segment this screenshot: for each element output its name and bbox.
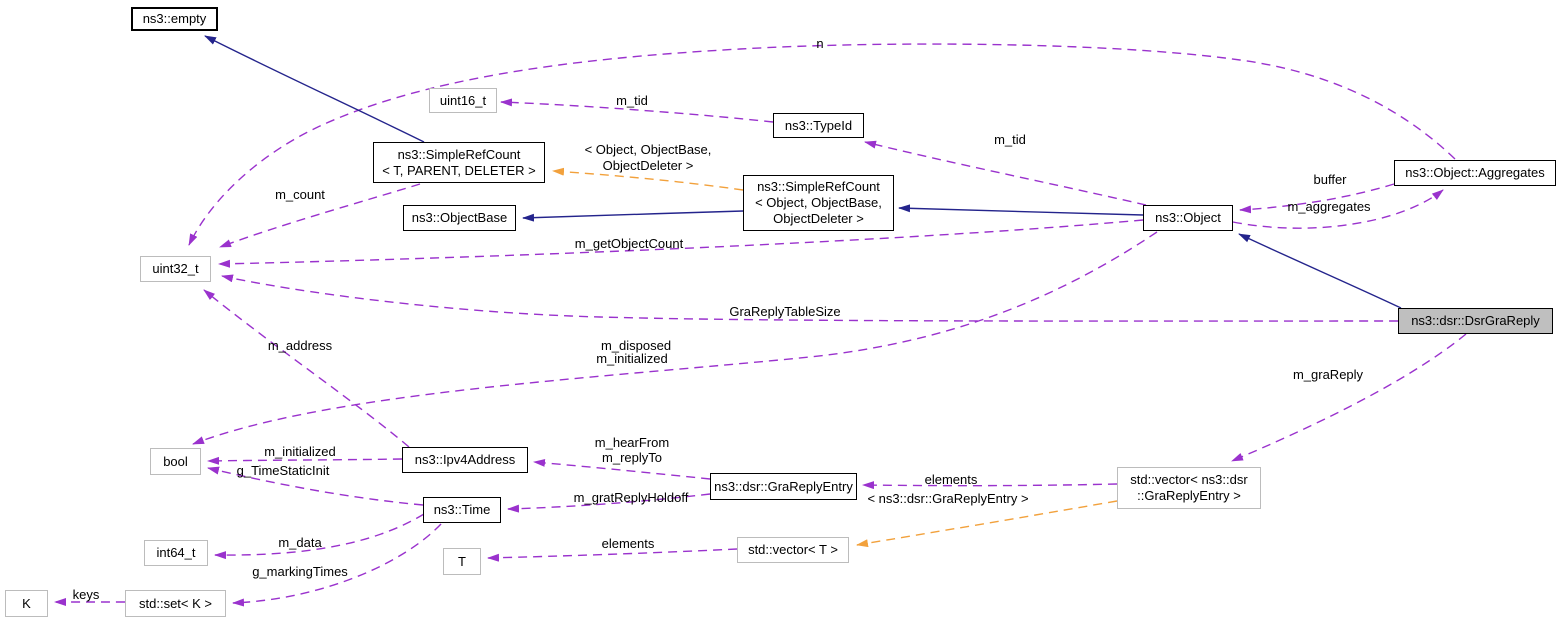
node-empty-label: ns3::empty	[142, 11, 207, 26]
node-object-label: ns3::Object	[1155, 210, 1221, 225]
edge-label-m-grareply: m_graReply	[1292, 367, 1364, 382]
node-typeid-label: ns3::TypeId	[784, 117, 853, 133]
node-ipv4address[interactable]: ns3::Ipv4Address	[402, 447, 528, 473]
node-aggregates[interactable]: ns3::Object::Aggregates	[1394, 160, 1556, 186]
edge-label-m-tid-uint16: m_tid	[616, 93, 648, 108]
node-set-k-label: std::set< K >	[139, 595, 212, 611]
edge-m-address	[203, 289, 410, 448]
node-simplerefcount-t-label-2: < T, PARENT, DELETER >	[382, 162, 536, 178]
edge-label-m-data: m_data	[278, 535, 322, 550]
edge-m-initialized	[207, 456, 403, 465]
node-uint16-t: uint16_t	[429, 88, 497, 113]
node-ipv4address-label: ns3::Ipv4Address	[414, 452, 516, 467]
edge-inherit-empty	[204, 35, 425, 143]
node-t-label: T	[458, 553, 466, 569]
node-k: K	[5, 590, 48, 617]
edge-label-buffer: buffer	[1313, 172, 1347, 187]
edge-label-template-vector: < ns3::dsr::GraReplyEntry >	[867, 491, 1029, 506]
edge-label-m-initialized: m_initialized	[264, 444, 336, 459]
edge-label-m-count: m_count	[275, 187, 325, 202]
edge-label-template-simplerefcount-2: ObjectDeleter >	[602, 158, 694, 173]
edge-m-grareply	[1231, 333, 1467, 462]
edge-label-m-getobjectcount: m_getObjectCount	[574, 236, 684, 251]
edge-elements-grareplyentry	[862, 481, 1118, 490]
node-bool-label: bool	[163, 453, 188, 469]
node-simplerefcount-object-label-2: < Object, ObjectBase,	[755, 195, 882, 210]
node-vector-t-label: std::vector< T >	[748, 542, 838, 557]
node-simplerefcount-t-label-1: ns3::SimpleRefCount	[397, 146, 521, 162]
node-vector-t: std::vector< T >	[737, 537, 849, 563]
edge-m-disposed	[192, 231, 1158, 445]
edge-m-getobjectcount	[218, 219, 1144, 268]
edge-label-m-address: m_address	[267, 338, 333, 353]
node-time[interactable]: ns3::Time	[423, 497, 501, 523]
node-set-k: std::set< K >	[125, 590, 226, 617]
edge-template-simplerefcount	[552, 167, 744, 191]
edge-g-markingtimes	[232, 523, 442, 607]
node-objectbase[interactable]: ns3::ObjectBase	[403, 205, 516, 231]
node-simplerefcount-object[interactable]: ns3::SimpleRefCount< Object, ObjectBase,…	[743, 175, 894, 231]
node-int64-t-label: int64_t	[156, 545, 196, 560]
edge-label-m-disposed-2: m_initialized	[596, 351, 668, 366]
node-dsrgrareply-label: ns3::dsr::DsrGraReply	[1411, 313, 1540, 328]
node-vector-grareplyentry-label-1: std::vector< ns3::dsr	[1130, 472, 1248, 487]
node-k-label: K	[22, 595, 31, 611]
node-int64-t: int64_t	[144, 540, 208, 566]
edge-m-hearfrom	[533, 458, 711, 480]
node-vector-grareplyentry: std::vector< ns3::dsr::GraReplyEntry >	[1117, 467, 1261, 509]
node-time-label: ns3::Time	[433, 502, 491, 517]
edge-buffer	[1239, 183, 1395, 214]
node-dsrgrareply: ns3::dsr::DsrGraReply	[1398, 308, 1553, 334]
edge-inherit-objectbase	[522, 210, 744, 222]
node-uint32-t: uint32_t	[140, 256, 211, 282]
edge-label-m-tid-typeid: m_tid	[994, 132, 1026, 147]
node-simplerefcount-object-label-3: ObjectDeleter >	[773, 211, 864, 226]
edge-label-elements-grareplyentry: elements	[924, 472, 978, 487]
edge-label-m-hearfrom-2: m_replyTo	[602, 450, 662, 465]
edge-label-m-hearfrom-1: m_hearFrom	[594, 435, 670, 450]
edge-label-g-markingtimes: g_markingTimes	[252, 564, 348, 579]
edge-inherit-object	[1238, 233, 1402, 309]
node-simplerefcount-object-label-1: ns3::SimpleRefCount	[757, 179, 880, 194]
edge-label-g-timestaticinit: g_TimeStaticInit	[236, 463, 330, 478]
edge-label-m-disposed-1: m_disposed	[600, 338, 672, 353]
node-uint32-t-label: uint32_t	[152, 261, 199, 276]
edge-inherit-simplerefcount-object	[898, 204, 1144, 216]
edge-label-m-gratreplyholdoff: m_gratReplyHoldoff	[573, 490, 689, 505]
node-aggregates-label: ns3::Object::Aggregates	[1405, 165, 1545, 180]
edge-template-vector	[856, 500, 1118, 548]
edge-m-tid-uint16	[500, 98, 774, 123]
edge-label-keys: keys	[72, 587, 100, 602]
node-bool: bool	[150, 448, 201, 475]
node-vector-grareplyentry-label-2: ::GraReplyEntry >	[1137, 488, 1241, 503]
edge-m-tid-typeid	[864, 140, 1147, 206]
edge-m-count	[219, 183, 421, 248]
node-empty[interactable]: ns3::empty	[131, 7, 218, 31]
node-objectbase-label: ns3::ObjectBase	[411, 210, 508, 225]
node-grareplyentry-label: ns3::dsr::GraReplyEntry	[714, 478, 853, 494]
edge-g-timestaticinit	[207, 466, 424, 506]
edge-m-data	[214, 513, 425, 560]
node-t: T	[443, 548, 481, 575]
edge-label-m-aggregates: m_aggregates	[1287, 199, 1371, 214]
edge-label-template-simplerefcount-1: < Object, ObjectBase,	[584, 142, 712, 157]
edge-n	[188, 43, 1456, 246]
edge-label-n: n	[816, 36, 824, 51]
edge-elements-t	[487, 548, 738, 562]
edge-grareplytablesize	[221, 274, 1399, 322]
node-typeid[interactable]: ns3::TypeId	[773, 113, 864, 138]
edge-label-elements-t: elements	[601, 536, 655, 551]
edge-m-aggregates	[1232, 189, 1444, 229]
node-simplerefcount-t[interactable]: ns3::SimpleRefCount< T, PARENT, DELETER …	[373, 142, 545, 183]
node-grareplyentry[interactable]: ns3::dsr::GraReplyEntry	[710, 473, 857, 500]
edge-label-grareplytablesize: GraReplyTableSize	[729, 304, 841, 319]
node-object[interactable]: ns3::Object	[1143, 205, 1233, 231]
node-uint16-t-label: uint16_t	[439, 92, 487, 108]
